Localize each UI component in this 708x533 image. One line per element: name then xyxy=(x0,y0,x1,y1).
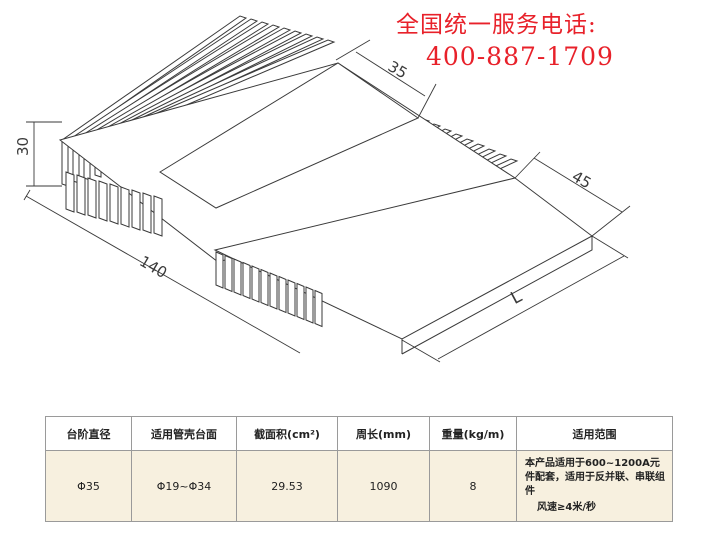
tooth xyxy=(98,180,108,222)
header-area: 截面积(cm²) xyxy=(236,416,338,451)
scope-line-1: 本产品适用于600~1200A元件配套，适用于反并联、串联组件 xyxy=(525,458,665,497)
cell-perimeter: 1090 xyxy=(337,450,430,522)
header-weight: 重量(kg/m) xyxy=(429,416,517,451)
tooth xyxy=(65,171,75,213)
slab-edge xyxy=(401,236,593,355)
dim-label-30: 30 xyxy=(14,137,32,156)
tooth xyxy=(251,265,260,303)
cell-area: 29.53 xyxy=(236,450,338,522)
table-header-row: 台阶直径 适用管壳台面 截面积(cm²) 周长(mm) 重量(kg/m) 适用范… xyxy=(45,416,673,451)
heatsink-drawing: 35 45 30 140 L xyxy=(14,15,631,363)
cell-housing: Φ19~Φ34 xyxy=(131,450,237,522)
tooth xyxy=(305,286,314,324)
tooth xyxy=(153,195,163,237)
cell-weight: 8 xyxy=(429,450,517,522)
header-diameter: 台阶直径 xyxy=(45,416,132,451)
heatsink-body xyxy=(58,62,593,355)
dim-label-45: 45 xyxy=(569,167,595,192)
bottom-teeth-right xyxy=(215,251,323,328)
tooth xyxy=(87,177,97,219)
tooth xyxy=(242,261,251,300)
bottom-teeth-left xyxy=(65,171,163,237)
tooth xyxy=(233,258,242,296)
dim-label-length: L xyxy=(508,286,526,308)
tooth xyxy=(224,254,233,293)
tooth xyxy=(142,192,152,234)
tooth xyxy=(278,275,287,314)
hotline-phone: 400-887-1709 xyxy=(426,41,614,71)
header-housing: 适用管壳台面 xyxy=(131,416,237,451)
tooth xyxy=(314,289,323,328)
spec-table: 台阶直径 适用管壳台面 截面积(cm²) 周长(mm) 重量(kg/m) 适用范… xyxy=(45,416,673,522)
tooth xyxy=(215,251,224,289)
scope-line-2: 风速≥4米/秒 xyxy=(537,502,596,513)
header-perimeter: 周长(mm) xyxy=(337,416,430,451)
tooth xyxy=(109,183,119,225)
hotline-label: 全国统一服务电话: xyxy=(396,12,597,38)
service-hotline: 全国统一服务电话: 400-887-1709 xyxy=(396,12,696,72)
cell-scope: 本产品适用于600~1200A元件配套，适用于反并联、串联组件 风速≥4米/秒 xyxy=(516,450,673,522)
tooth xyxy=(260,268,269,307)
table-row: Φ35 Φ19~Φ34 29.53 1090 8 本产品适用于600~1200A… xyxy=(45,450,673,522)
cell-diameter: Φ35 xyxy=(45,450,132,522)
tooth xyxy=(120,186,130,228)
header-scope: 适用范围 xyxy=(516,416,673,451)
tooth xyxy=(131,189,141,231)
dimension-lines xyxy=(23,39,631,363)
tooth xyxy=(296,282,305,321)
tooth xyxy=(76,174,86,216)
tooth xyxy=(269,272,278,310)
tooth xyxy=(287,279,296,317)
dim-label-140: 140 xyxy=(136,252,170,282)
